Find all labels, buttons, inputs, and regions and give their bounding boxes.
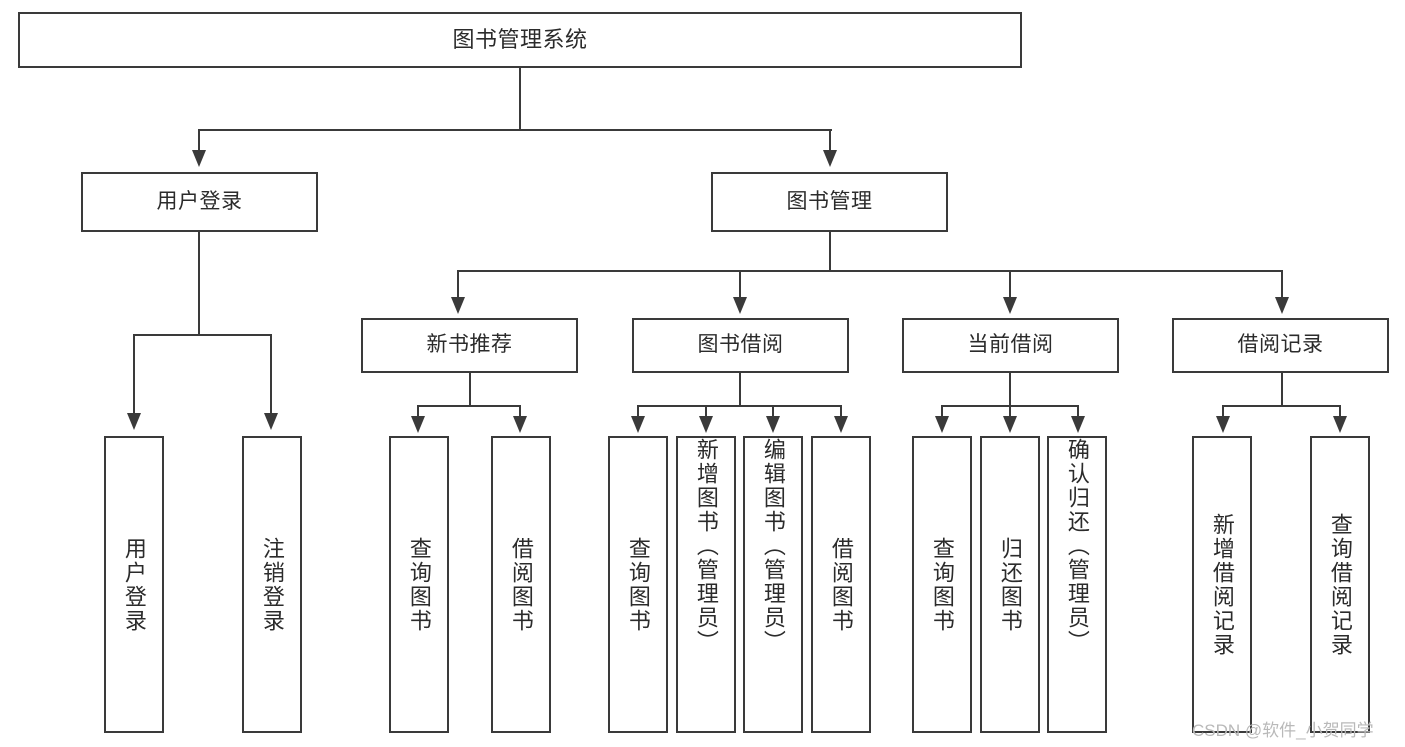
node-label: 当前借阅	[967, 333, 1054, 357]
connector-level3-drop-3	[1009, 270, 1011, 298]
connector-level2-bus	[198, 129, 832, 131]
arrowhead-level3-1	[451, 297, 465, 314]
node-label: 注销登录	[259, 536, 285, 633]
arrowhead-level3-4	[1275, 297, 1289, 314]
node-label: 图书借阅	[697, 333, 784, 357]
leaf-logout[interactable]: 注销登录	[242, 436, 302, 733]
node-root-book-management-system[interactable]: 图书管理系统	[18, 12, 1022, 68]
connector-current-borrow-drop-2	[1009, 405, 1011, 417]
arrowhead-new-book-2	[513, 416, 527, 433]
connector-new-book-drop-2	[519, 405, 521, 417]
connector-book-borrow-drop-3	[772, 405, 774, 417]
node-label: 查询图书	[625, 536, 651, 633]
connector-level3-drop-1	[457, 270, 459, 298]
connector-book-borrow-drop-4	[840, 405, 842, 417]
leaf-query-book-current[interactable]: 查询图书	[912, 436, 972, 733]
arrowhead-user-login-2	[264, 413, 278, 430]
arrowhead-book-borrow-2	[699, 416, 713, 433]
node-book-management[interactable]: 图书管理	[711, 172, 948, 232]
connector-user-login-drop-2	[270, 334, 272, 414]
leaf-edit-book-admin[interactable]: 编辑图书（管理员）	[743, 436, 803, 733]
connector-book-borrow-bus	[637, 405, 842, 407]
node-label: 编辑图书（管理员）	[760, 438, 786, 654]
arrowhead-level2-1	[192, 150, 206, 167]
connector-level2-drop-1	[198, 129, 200, 151]
node-label: 借阅图书	[508, 536, 534, 633]
connector-borrow-record-stem	[1281, 373, 1283, 407]
arrowhead-book-borrow-3	[766, 416, 780, 433]
connector-new-book-drop-1	[417, 405, 419, 417]
leaf-add-book-admin[interactable]: 新增图书（管理员）	[676, 436, 736, 733]
connector-root-stem	[519, 68, 521, 130]
node-label: 用户登录	[156, 189, 243, 213]
connector-book-borrow-drop-1	[637, 405, 639, 417]
leaf-user-login[interactable]: 用户登录	[104, 436, 164, 733]
connector-book-borrow-stem	[739, 373, 741, 407]
node-label: 用户登录	[121, 536, 147, 633]
node-label: 新增借阅记录	[1209, 512, 1235, 657]
connector-new-book-stem	[469, 373, 471, 407]
node-label: 归还图书	[997, 536, 1023, 633]
arrowhead-borrow-record-2	[1333, 416, 1347, 433]
node-label: 确认归还（管理员）	[1064, 438, 1090, 654]
arrowhead-current-borrow-3	[1071, 416, 1085, 433]
leaf-return-book[interactable]: 归还图书	[980, 436, 1040, 733]
arrowhead-borrow-record-1	[1216, 416, 1230, 433]
arrowhead-book-borrow-1	[631, 416, 645, 433]
arrowhead-new-book-1	[411, 416, 425, 433]
connector-level3-drop-4	[1281, 270, 1283, 298]
connector-user-login-drop-1	[133, 334, 135, 414]
connector-borrow-record-drop-1	[1222, 405, 1224, 417]
connector-level2-drop-2	[829, 129, 831, 151]
connector-borrow-record-bus	[1222, 405, 1341, 407]
connector-book-management-stem	[829, 232, 831, 272]
connector-level3-drop-2	[739, 270, 741, 298]
node-current-borrow[interactable]: 当前借阅	[902, 318, 1119, 373]
node-borrow-record[interactable]: 借阅记录	[1172, 318, 1389, 373]
connector-borrow-record-drop-2	[1339, 405, 1341, 417]
arrowhead-current-borrow-2	[1003, 416, 1017, 433]
connector-level3-bus	[457, 270, 1283, 272]
arrowhead-level3-3	[1003, 297, 1017, 314]
connector-new-book-bus	[417, 405, 521, 407]
arrowhead-level2-2	[823, 150, 837, 167]
leaf-add-borrow-record[interactable]: 新增借阅记录	[1192, 436, 1252, 733]
node-label: 借阅记录	[1237, 333, 1324, 357]
connector-user-login-bus	[133, 334, 271, 336]
arrowhead-book-borrow-4	[834, 416, 848, 433]
node-label: 新增图书（管理员）	[693, 438, 719, 654]
leaf-query-book-borrow[interactable]: 查询图书	[608, 436, 668, 733]
connector-book-borrow-drop-2	[705, 405, 707, 417]
node-user-login[interactable]: 用户登录	[81, 172, 318, 232]
node-label: 查询图书	[406, 536, 432, 633]
connector-current-borrow-drop-3	[1077, 405, 1079, 417]
arrowhead-user-login-1	[127, 413, 141, 430]
leaf-query-book-recommend[interactable]: 查询图书	[389, 436, 449, 733]
arrowhead-level3-2	[733, 297, 747, 314]
node-book-borrow[interactable]: 图书借阅	[632, 318, 849, 373]
arrowhead-current-borrow-1	[935, 416, 949, 433]
node-label: 查询借阅记录	[1327, 512, 1353, 657]
connector-current-borrow-stem	[1009, 373, 1011, 407]
node-label: 新书推荐	[426, 333, 513, 357]
leaf-confirm-return-admin[interactable]: 确认归还（管理员）	[1047, 436, 1107, 733]
connector-user-login-stem	[198, 232, 200, 335]
node-new-book-recommend[interactable]: 新书推荐	[361, 318, 578, 373]
node-label: 图书管理	[786, 189, 873, 213]
node-label: 借阅图书	[828, 536, 854, 633]
leaf-borrow-book[interactable]: 借阅图书	[811, 436, 871, 733]
leaf-borrow-book-recommend[interactable]: 借阅图书	[491, 436, 551, 733]
leaf-query-borrow-record[interactable]: 查询借阅记录	[1310, 436, 1370, 733]
connector-current-borrow-drop-1	[941, 405, 943, 417]
node-label: 查询图书	[929, 536, 955, 633]
node-label: 图书管理系统	[452, 27, 588, 53]
